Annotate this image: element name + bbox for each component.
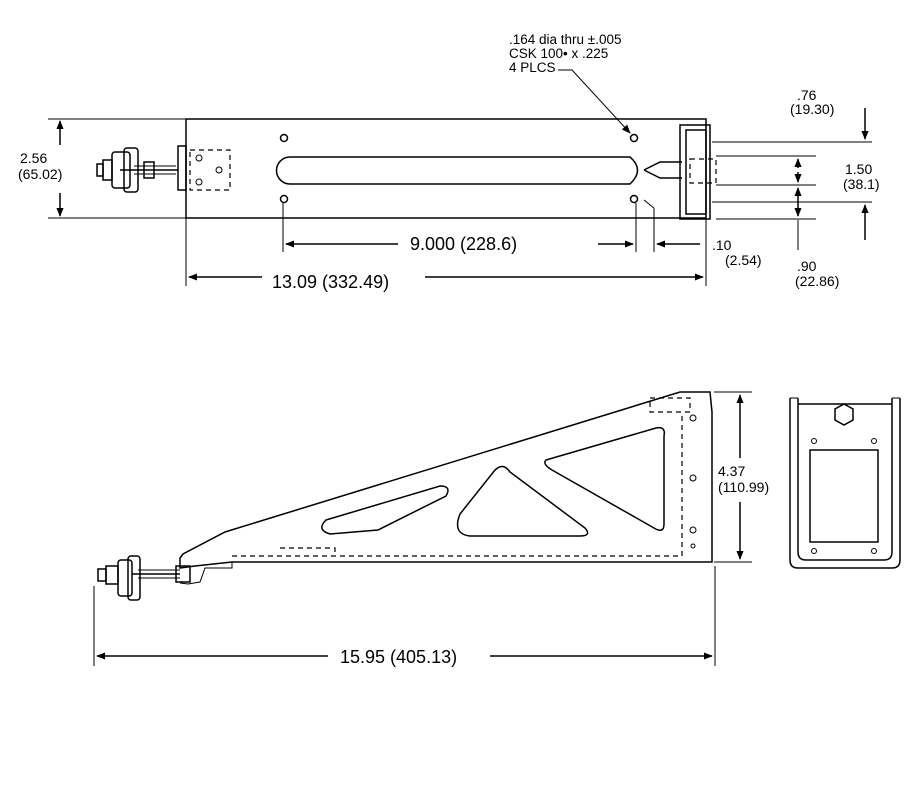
bottom-offset-in: .90 (797, 258, 817, 274)
edge-in: .10 (712, 237, 732, 253)
cutout-middle (458, 466, 588, 536)
cutout-small (322, 486, 448, 534)
bottom-offset-mm: (22.86) (795, 273, 839, 289)
height-mm: (65.02) (18, 166, 62, 182)
side-overall-length: 15.95 (405.13) (340, 647, 457, 667)
bracket-outline (180, 392, 712, 568)
hidden-block-left (190, 150, 230, 190)
side-height-mm: (110.99) (718, 479, 769, 495)
overall-length: 13.09 (332.49) (272, 272, 389, 292)
clamp-assembly-side (98, 556, 190, 600)
slot-length: 9.000 (228.6) (410, 234, 517, 254)
mid-in: 1.50 (845, 161, 872, 177)
hole-note-line3: 4 PLCS (509, 60, 556, 75)
mounting-holes (281, 135, 638, 203)
mid-mm: (38.1) (843, 176, 880, 192)
cutout-large (545, 428, 664, 531)
clamp-assembly-top (97, 146, 186, 192)
hex-nut-icon (835, 404, 853, 425)
top-view: .164 dia thru ±.005 CSK 100• x .225 4 PL… (18, 32, 880, 292)
right-bracket-top (644, 125, 716, 219)
top-offset-mm: (19.30) (790, 101, 834, 117)
slot (277, 157, 638, 184)
side-height-in: 4.37 (718, 463, 745, 479)
edge-mm: (2.54) (725, 252, 762, 268)
hole-note-line2: CSK 100• x .225 (509, 46, 608, 61)
side-view: 4.37 (110.99) 15.95 (405.13) (94, 392, 769, 667)
height-in: 2.56 (20, 150, 47, 166)
plate-outline (186, 119, 706, 218)
end-view (790, 398, 900, 568)
hole-note-line1: .164 dia thru ±.005 (509, 32, 622, 47)
